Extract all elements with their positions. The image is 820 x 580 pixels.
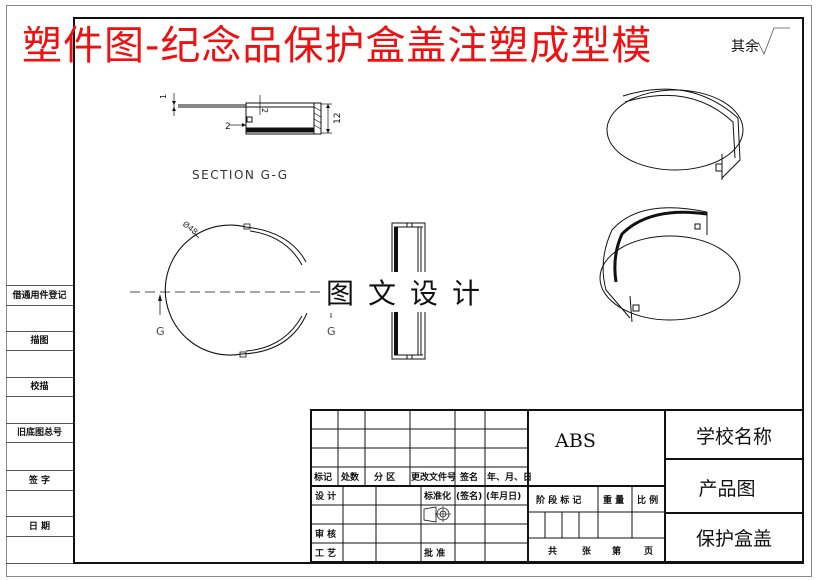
strip-label-borrowed-parts: 借通用件登记 [6, 285, 73, 305]
label-stage-mark: 阶 段 标 记 [536, 494, 581, 506]
label-approve: 批 准 [424, 547, 445, 559]
strip-label-signature: 签 字 [6, 470, 73, 490]
label-page: 页 [644, 546, 653, 557]
label-standardization: 标准化 [423, 490, 451, 502]
sheet-border [6, 5, 812, 577]
isometric-view-bottom [599, 207, 741, 323]
isometric-view-top [606, 88, 744, 180]
strip-label-old-drawing-no: 旧底图总号 [6, 423, 73, 442]
rev-header-change-doc: 更改文件号 [411, 471, 456, 483]
strip-blank [6, 350, 73, 377]
part-name: 保护盒盖 [695, 528, 772, 550]
strip-label-tracing: 描图 [6, 331, 73, 350]
rev-header-signature: 签名 [459, 471, 478, 483]
strip-blank [6, 396, 73, 423]
title-block-grid [310, 409, 804, 563]
label-sign: (签名) [456, 490, 482, 502]
dim-wall-width: 2 [260, 108, 269, 113]
drawing-type: 产品图 [698, 478, 756, 500]
label-scale: 比 例 [637, 494, 658, 506]
strip-label-date: 日 期 [6, 516, 73, 536]
strip-bottom-line [6, 563, 73, 564]
section-marker-left: G [156, 325, 165, 338]
rev-header-date: 年、月、日 [487, 471, 532, 483]
watermark-text: 图文设计 [320, 272, 501, 312]
school-name: 学校名称 [695, 426, 772, 448]
strip-blank [6, 442, 73, 470]
label-weight: 重 量 [603, 494, 624, 506]
dim-flange-thickness: 1 [159, 94, 168, 99]
section-view [172, 93, 332, 135]
rev-header-zone: 分 区 [374, 471, 395, 483]
strip-blank [6, 536, 73, 563]
roughness-symbol-icon [757, 27, 790, 55]
label-total: 共 [548, 545, 557, 557]
strip-blank [6, 490, 73, 516]
strip-blank [6, 305, 73, 331]
roughness-note: 其余 [731, 39, 759, 55]
label-sheets: 张 [582, 545, 592, 557]
drawing-title: 塑件图-纪念品保护盒盖注塑成型模 [22, 23, 653, 69]
dim-slot: 2 [225, 122, 231, 132]
rev-header-mark: 标记 [313, 471, 332, 483]
rev-header-count: 处数 [340, 471, 360, 483]
role-process: 工 艺 [315, 547, 336, 559]
plan-view [130, 223, 332, 358]
material-value: ABS [555, 430, 596, 452]
role-review: 审 核 [315, 528, 336, 540]
label-ymd: (年月日) [486, 490, 521, 502]
strip-label-check-tracing: 校描 [6, 377, 73, 396]
dim-height: 12 [333, 113, 343, 124]
role-design: 设 计 [315, 490, 336, 502]
section-marker-right: G [327, 325, 336, 338]
label-number: 第 [612, 545, 621, 557]
section-label: SECTION G-G [192, 168, 289, 182]
